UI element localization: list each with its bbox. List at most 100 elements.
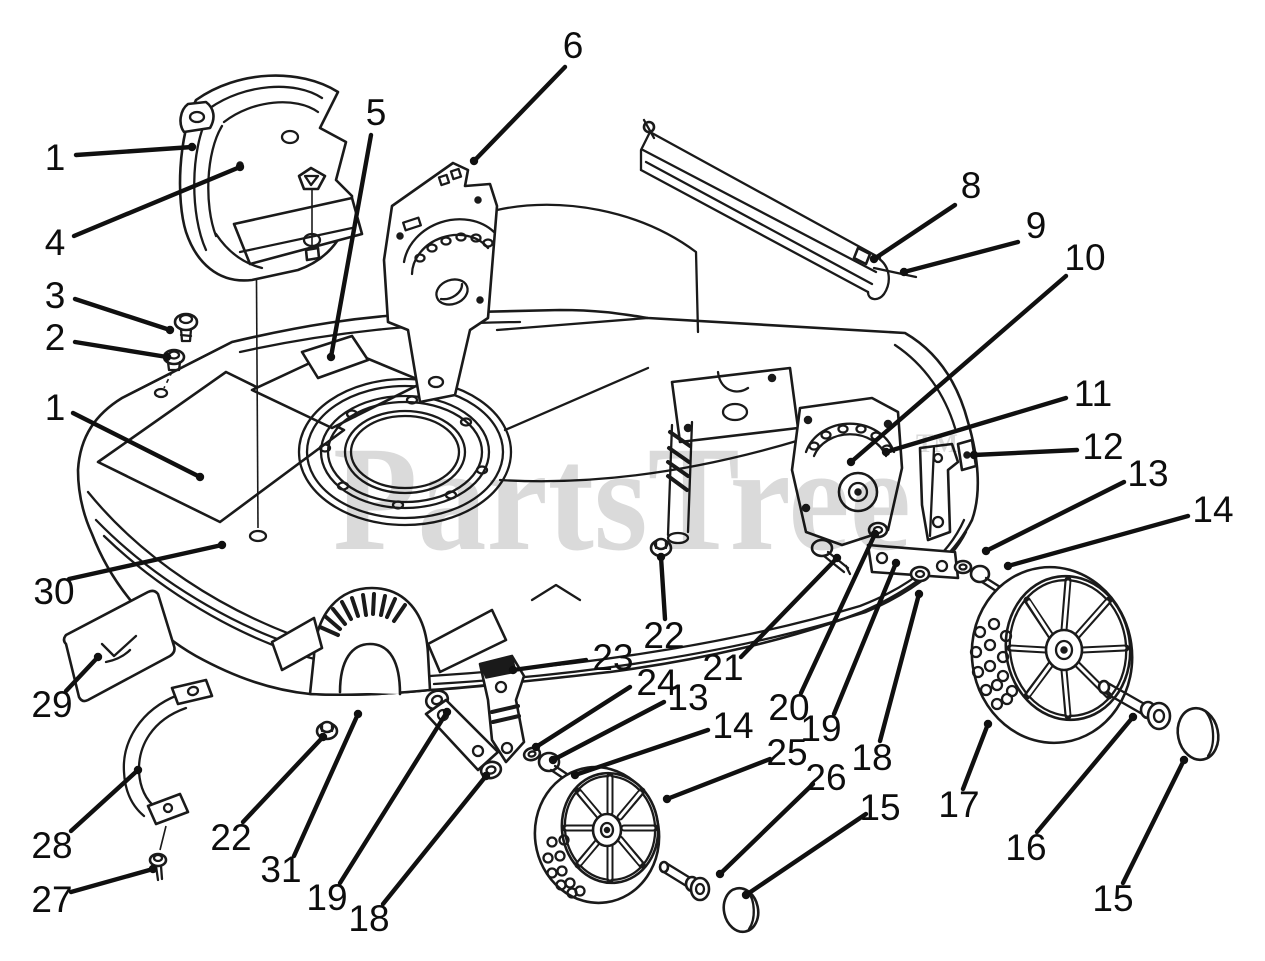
leader-line <box>664 756 773 802</box>
callout-9: 9 <box>899 205 1046 277</box>
rear-shelf-plate <box>666 366 800 545</box>
leader-dot <box>442 707 452 717</box>
rear-wheel-spokes <box>1006 576 1130 720</box>
callout-number: 22 <box>643 615 684 656</box>
callout-1: 1 <box>45 387 205 482</box>
callout-24: 24 <box>531 662 678 752</box>
callout-number: 5 <box>366 92 387 133</box>
callout-18: 18 <box>348 771 491 939</box>
callout-number: 19 <box>306 877 347 918</box>
leader-dot <box>548 755 558 765</box>
callout-18: 18 <box>851 589 924 778</box>
callout-number: 18 <box>851 737 892 778</box>
front-axle-bolt <box>658 860 711 902</box>
leader-line <box>798 531 878 696</box>
rear-door <box>639 118 918 301</box>
leader-dot <box>481 771 491 781</box>
callout-16: 16 <box>1005 712 1138 868</box>
leader-line <box>533 684 633 750</box>
discharge-arch <box>270 586 508 697</box>
leader-dot <box>983 719 993 729</box>
leader-line <box>70 410 203 480</box>
leader-dot <box>1128 712 1138 722</box>
leader-line <box>901 239 1021 275</box>
handle-strap <box>122 678 214 851</box>
front-wheel-tread-knobs <box>542 834 586 899</box>
pivot-arm <box>424 698 500 772</box>
leader-line <box>877 591 922 744</box>
rear-bracket-hardware <box>810 438 1012 600</box>
callout-30: 30 <box>33 540 227 612</box>
leader-dot <box>1179 755 1189 765</box>
callout-number: 22 <box>210 817 251 858</box>
leader-line <box>380 773 489 907</box>
leader-dot <box>235 162 245 172</box>
screw-3 <box>173 312 199 343</box>
plate-slot-holes <box>414 232 494 263</box>
callout-number: 8 <box>961 165 982 206</box>
callout-number: 19 <box>800 708 841 749</box>
callout-3: 3 <box>45 275 175 335</box>
leader-line <box>871 202 958 262</box>
leader-line <box>240 734 326 825</box>
callout-29: 29 <box>31 652 103 725</box>
leader-dot <box>318 732 328 742</box>
leader-dot <box>217 540 227 550</box>
leader-dot <box>981 546 991 556</box>
front-hubcap <box>722 886 760 934</box>
leader-dot <box>165 325 175 335</box>
callout-number: 14 <box>1192 489 1233 530</box>
callout-23: 23 <box>508 637 634 678</box>
flange-nut-rear <box>649 537 673 558</box>
leader-dot <box>1003 561 1013 571</box>
callout-number: 12 <box>1082 426 1123 467</box>
wing-knob <box>297 166 327 262</box>
callout-number: 20 <box>768 687 809 728</box>
leader-line <box>983 479 1127 554</box>
decal <box>62 589 176 703</box>
rear-wheel-tread-knobs <box>969 617 1019 711</box>
leader-dot <box>869 254 879 264</box>
chute-guard <box>178 74 364 282</box>
callout-13: 13 <box>981 453 1169 556</box>
leader-line <box>68 767 141 834</box>
mounting-plate <box>382 161 499 404</box>
callout-4: 4 <box>45 162 245 263</box>
leader-line <box>743 811 869 898</box>
callout-19: 19 <box>800 558 901 749</box>
leader-dot <box>93 652 103 662</box>
callout-number: 16 <box>1005 827 1046 868</box>
leader-dot <box>353 709 363 719</box>
callout-27: 27 <box>31 864 158 920</box>
front-wheel <box>533 765 661 905</box>
leader-dot <box>881 447 891 457</box>
callout-17: 17 <box>938 719 993 825</box>
callout-number: 6 <box>563 25 584 66</box>
callout-number: 11 <box>1074 373 1112 414</box>
callout-number: 10 <box>1064 237 1105 278</box>
callout-number: 2 <box>45 317 66 358</box>
callout-22: 22 <box>210 732 328 858</box>
callout-31: 31 <box>260 709 363 890</box>
leader-line <box>848 273 1069 465</box>
callout-12: 12 <box>969 426 1124 467</box>
callout-number: 1 <box>45 387 66 428</box>
watermark-text: PartsTree <box>333 416 911 582</box>
leader-line <box>738 555 840 660</box>
callout-26: 26 <box>715 757 847 879</box>
leader-line <box>291 711 361 859</box>
leader-line <box>66 542 225 582</box>
callout-1: 1 <box>45 137 197 178</box>
callout-19: 19 <box>306 707 452 918</box>
callout-number: 26 <box>805 757 846 798</box>
callout-11: 11 <box>881 373 1112 457</box>
leader-dot <box>662 794 672 804</box>
callout-14: 14 <box>570 705 754 780</box>
leader-dot <box>870 529 880 539</box>
leader-line <box>971 447 1080 458</box>
callout-number: 15 <box>1092 878 1133 919</box>
callout-number: 14 <box>712 705 753 746</box>
leader-line <box>68 866 156 895</box>
leader-line <box>63 654 101 694</box>
